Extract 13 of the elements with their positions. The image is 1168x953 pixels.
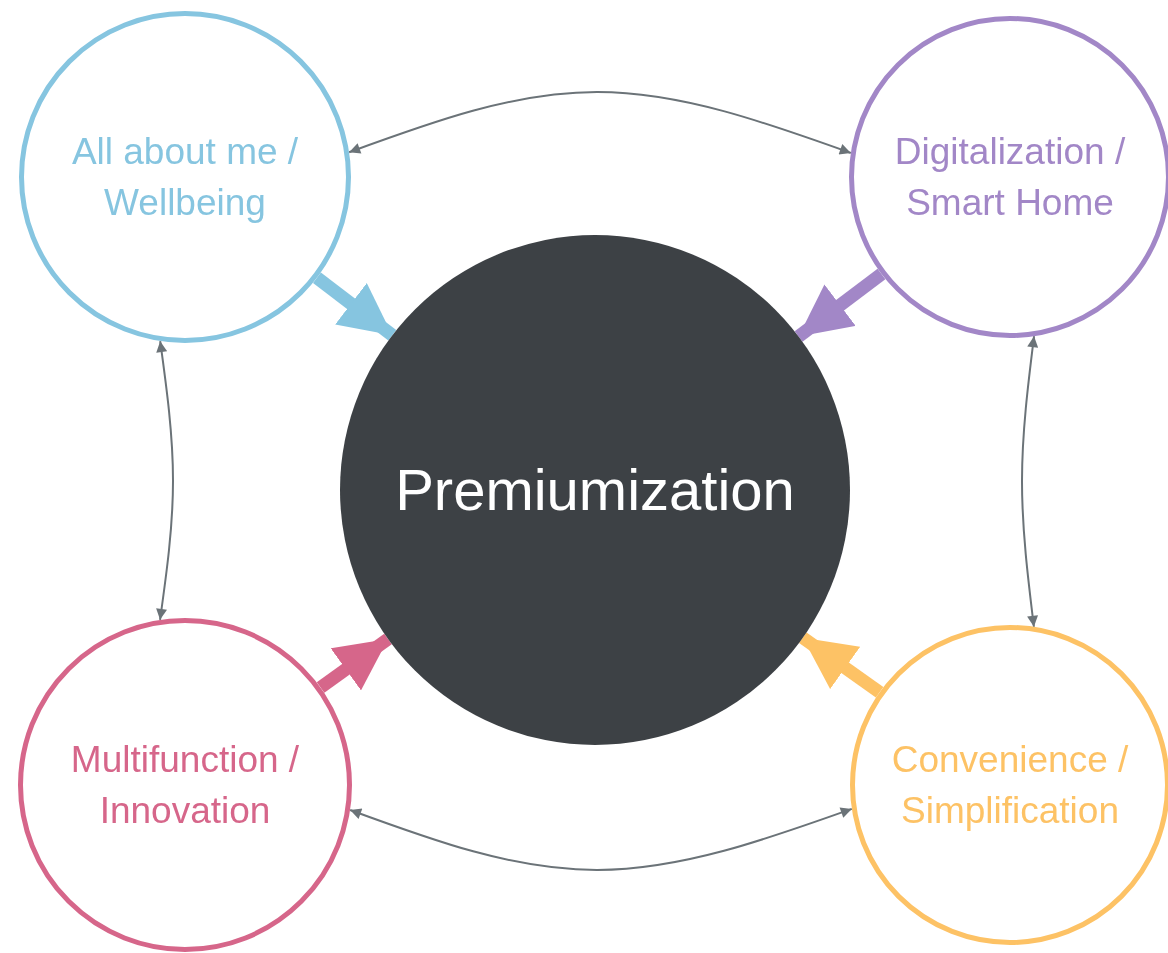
thick-arrow <box>799 632 884 698</box>
central-label: Premiumization <box>395 456 795 524</box>
thick-arrow <box>794 268 886 342</box>
double-arrow <box>349 807 853 871</box>
double-arrow <box>348 91 852 155</box>
theme-label: Digitalization / Smart Home <box>893 129 1127 225</box>
theme-label: All about me / Wellbeing <box>70 129 300 225</box>
thick-arrow <box>316 633 392 693</box>
thick-arrow <box>313 272 397 341</box>
theme-label: Multifunction / Innovation <box>69 737 301 833</box>
double-arrow <box>156 340 174 621</box>
double-arrow <box>1021 335 1039 628</box>
theme-label: Convenience / Simplification <box>890 737 1130 833</box>
